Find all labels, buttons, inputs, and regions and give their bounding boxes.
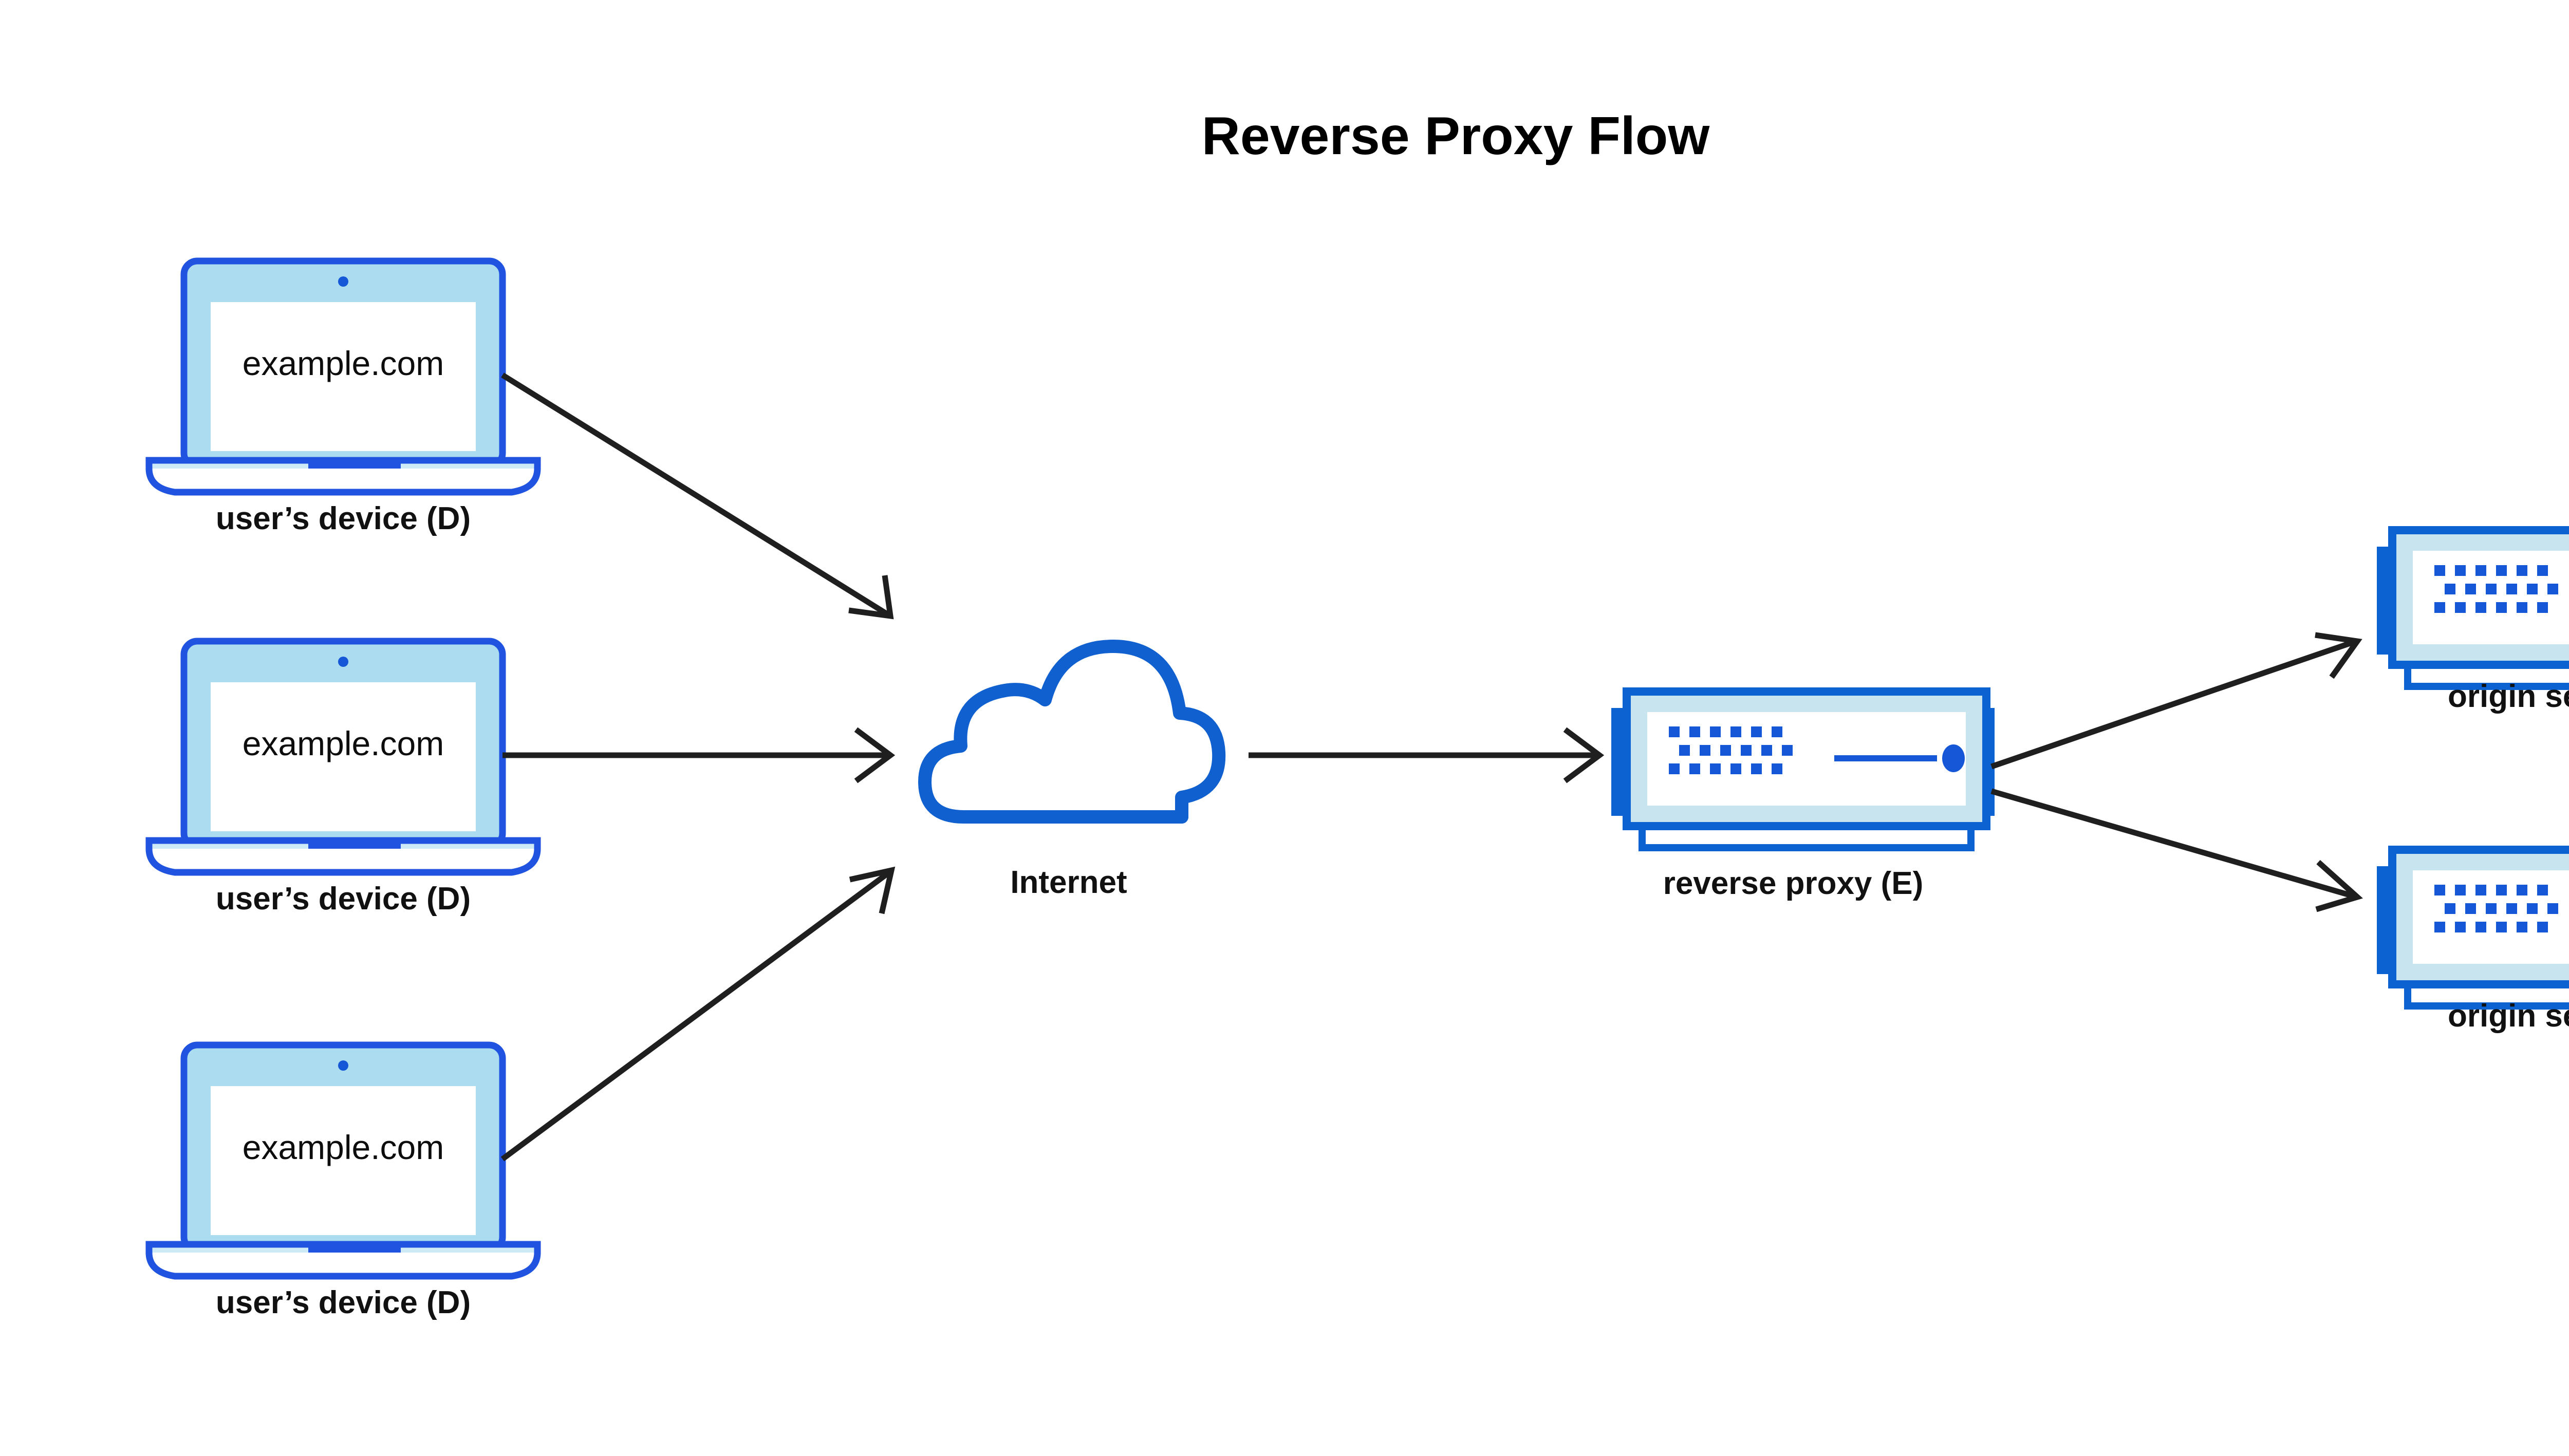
edge-client2-to-internet (502, 727, 896, 783)
laptop-icon-client-2[interactable]: example.com (145, 638, 541, 876)
page-title: Reverse Proxy Flow (1202, 106, 1710, 166)
laptop-camera-icon (338, 1060, 348, 1071)
cloud-shape (918, 640, 1226, 824)
laptop-notch (308, 841, 401, 849)
label-client-1: user’s device (D) (216, 501, 471, 536)
server-port-grid (2434, 565, 2558, 613)
server-port-grid (1669, 726, 1793, 774)
laptop-screen (211, 682, 476, 831)
laptop-screen (211, 302, 476, 451)
laptop-icon-client-3[interactable]: example.com (145, 1041, 541, 1280)
laptop-screen-text: example.com (243, 724, 444, 762)
laptop-screen-text: example.com (243, 1128, 444, 1166)
laptop-screen-text: example.com (243, 344, 444, 382)
server-port-grid (2434, 885, 2558, 932)
edge-internet-to-proxy (1249, 727, 1605, 783)
laptop-screen (211, 1086, 476, 1235)
laptop-camera-icon (338, 657, 348, 667)
label-client-2: user’s device (D) (216, 881, 471, 917)
label-client-3: user’s device (D) (216, 1285, 471, 1320)
cloud-icon-internet[interactable] (918, 640, 1226, 824)
label-internet: Internet (1010, 865, 1127, 900)
edge-proxy-to-origin2 (1990, 788, 2363, 912)
laptop-base-lip (145, 848, 541, 876)
server-status-light-icon (1942, 744, 1965, 772)
laptop-camera-icon (338, 276, 348, 287)
edge-proxy-to-origin1 (1990, 632, 2362, 770)
laptop-base-lip (145, 1252, 541, 1280)
laptop-notch (308, 1244, 401, 1253)
server-icon-reverse-proxy[interactable] (1611, 687, 1995, 851)
laptop-icon-client-1[interactable]: example.com (145, 257, 541, 496)
server-panel (2413, 551, 2569, 644)
laptop-base-lip (145, 468, 541, 496)
server-panel (2413, 870, 2569, 964)
server-icon-origin-1[interactable] (2377, 526, 2569, 690)
server-indicator-bar (1834, 755, 1937, 761)
server-icon-origin-2[interactable] (2377, 846, 2569, 1010)
label-origin-1: origin server (F) (2448, 679, 2569, 714)
edge-client1-to-internet (501, 372, 894, 620)
label-reverse-proxy: reverse proxy (E) (1663, 866, 1924, 901)
edge-client3-to-internet (500, 866, 896, 1162)
label-origin-2: origin server (F) (2448, 998, 2569, 1034)
laptop-notch (308, 460, 401, 469)
